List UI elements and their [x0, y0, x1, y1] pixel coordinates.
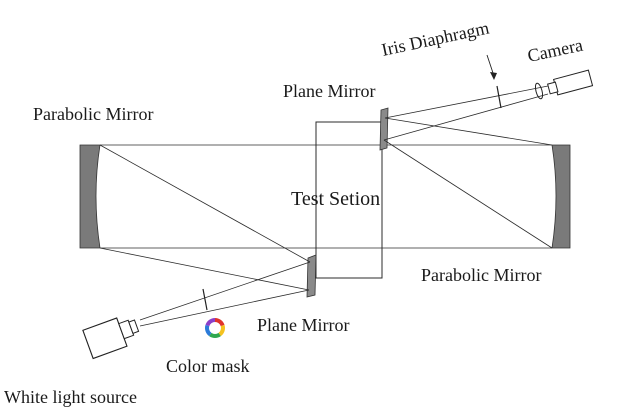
label-iris-diaphragm: Iris Diaphragm	[380, 18, 491, 60]
color-mask-icon	[205, 318, 225, 338]
ray-source-lower	[139, 289, 310, 327]
label-parabolic-mirror-left: Parabolic Mirror	[33, 104, 153, 124]
light-source-icon	[82, 317, 140, 360]
label-test-section: Test Setion	[291, 188, 380, 210]
ray-right-to-plane-top	[384, 117, 553, 146]
camera-icon	[547, 69, 594, 96]
label-parabolic-mirror-right: Parabolic Mirror	[421, 265, 541, 285]
label-color-mask: Color mask	[166, 356, 250, 376]
label-plane-mirror-top: Plane Mirror	[283, 81, 375, 101]
camera-lens	[534, 82, 544, 100]
iris-arrow-head	[490, 72, 497, 80]
iris-diaphragm-mark	[496, 85, 502, 109]
ray-right-to-plane-bottom	[383, 139, 553, 249]
ray-source-upper	[139, 261, 311, 321]
ray-plane-to-camera-upper	[384, 85, 549, 119]
parabolic-mirror-left	[79, 144, 101, 249]
ray-to-left-mirror-top	[99, 144, 311, 263]
plane-mirror-top	[379, 107, 389, 151]
ray-plane-to-camera-lower	[383, 93, 549, 141]
label-white-light-source: White light source	[4, 387, 137, 407]
test-section-box	[315, 121, 383, 279]
ray-to-left-mirror-bottom	[99, 247, 310, 291]
label-camera: Camera	[526, 35, 585, 66]
color-mask-mark	[202, 288, 208, 311]
plane-mirror-bottom	[306, 254, 317, 298]
parabolic-mirror-right	[551, 144, 571, 249]
label-plane-mirror-bottom: Plane Mirror	[257, 315, 349, 335]
